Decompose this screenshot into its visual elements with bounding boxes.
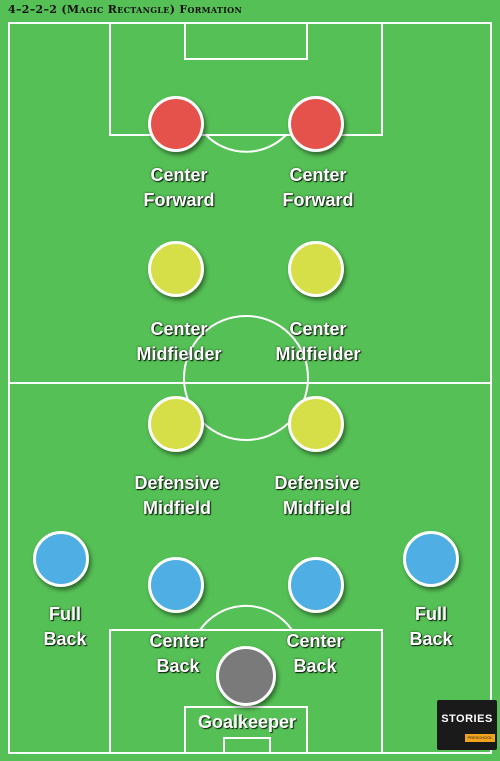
label-line-1: Center [150,165,208,185]
stories-logo: STORIES PRESCHOOL [437,700,497,750]
label-line-1: Center [286,631,344,651]
label-goalkeeper: Goalkeeper [197,712,297,732]
player-midfielder-right [288,241,344,297]
label-line-2: Midfield [283,498,351,518]
label-line-2: Forward [282,190,354,210]
label-line-1: Defensive [134,473,220,493]
label-line-1: Center [150,319,208,339]
logo-subtext: PRESCHOOL [465,734,495,742]
player-def-mid-left [148,396,204,452]
label-line-2: Midfield [143,498,211,518]
player-def-mid-right [288,396,344,452]
top-goal-box [184,22,308,60]
label-line-2: Forward [143,190,215,210]
logo-text: STORIES [441,713,493,725]
center-circle [183,315,309,441]
label-line-2: Back [156,656,200,676]
label-line-2: Midfielder [136,344,222,364]
player-center-back-left [148,557,204,613]
player-center-back-right [288,557,344,613]
top-penalty-arc [205,134,287,153]
player-full-back-right [403,531,459,587]
diagram-title: 4–2–2–2 (Magic Rectangle) Formation [8,3,243,16]
label-line-2: Back [293,656,337,676]
label-line-2: Back [409,629,453,649]
title-bar: 4–2–2–2 (Magic Rectangle) Formation [0,0,500,22]
bottom-penalty-arc [199,604,293,631]
label-line-1: Full [415,604,447,624]
label-line-1: Center [289,319,347,339]
bottom-goal [223,737,271,754]
player-midfielder-left [148,241,204,297]
label-line-1: Defensive [274,473,360,493]
label-line-1: Center [289,165,347,185]
player-goalkeeper [216,646,276,706]
label-line-1: Full [49,604,81,624]
player-forward-right [288,96,344,152]
label-line-1: Center [149,631,207,651]
player-forward-left [148,96,204,152]
label-line-2: Midfielder [275,344,361,364]
player-full-back-left [33,531,89,587]
label-line-2: Back [43,629,87,649]
